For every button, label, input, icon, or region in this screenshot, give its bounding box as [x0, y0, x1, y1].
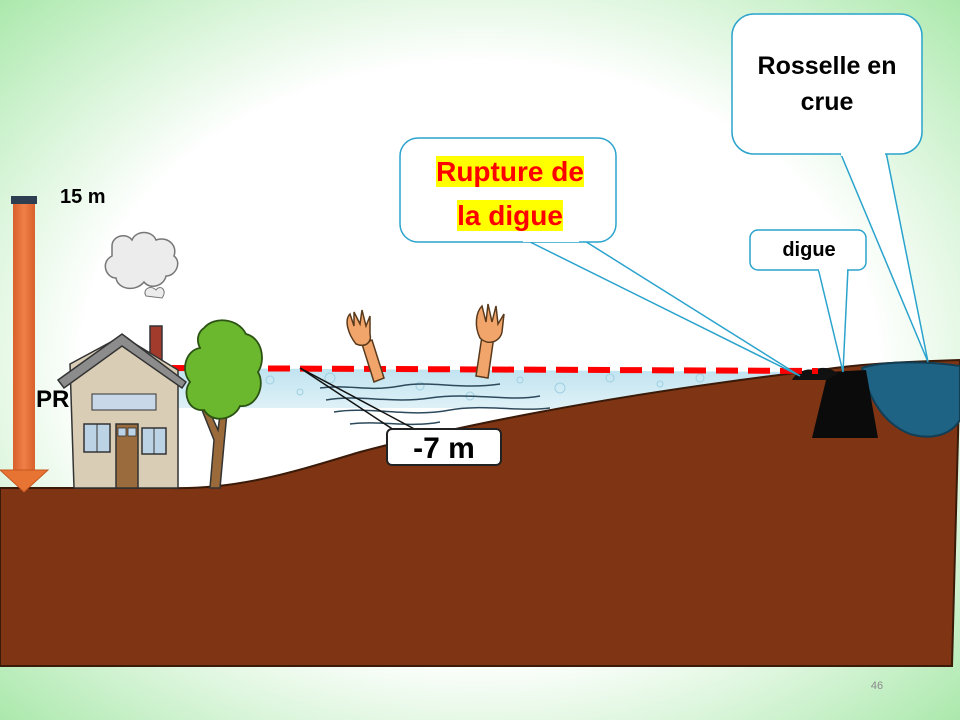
callout-rosselle-box: [731, 13, 923, 155]
depth-label: -7 m: [386, 428, 502, 466]
house-illustration: [56, 231, 188, 489]
callout-digue-box: [749, 229, 867, 271]
rosselle-line-1: Rosselle en: [757, 52, 897, 80]
rupture-line-1: Rupture de: [436, 156, 584, 187]
page-number: 46: [870, 680, 884, 692]
depth-pointer-lines: [299, 367, 421, 435]
water-ripples: [319, 383, 551, 426]
rosselle-river: [860, 361, 960, 438]
flood-level-line: [171, 365, 819, 374]
drowning-arms: [346, 303, 505, 383]
height-arrow: [0, 196, 50, 493]
callout-digue-text: digue: [782, 239, 836, 261]
callout-rupture-text: Rupture de la digue: [412, 150, 608, 238]
rosselle-line-2: crue: [800, 88, 854, 116]
rupture-line-2: la digue: [457, 200, 563, 231]
tree-illustration: [184, 319, 263, 489]
water-bubbles: [236, 372, 744, 401]
height-label: 15 m: [60, 186, 106, 208]
callout-rosselle-text: Rosselle en crue: [736, 48, 918, 120]
pr-label: PR: [36, 386, 70, 413]
dike: [812, 370, 878, 438]
